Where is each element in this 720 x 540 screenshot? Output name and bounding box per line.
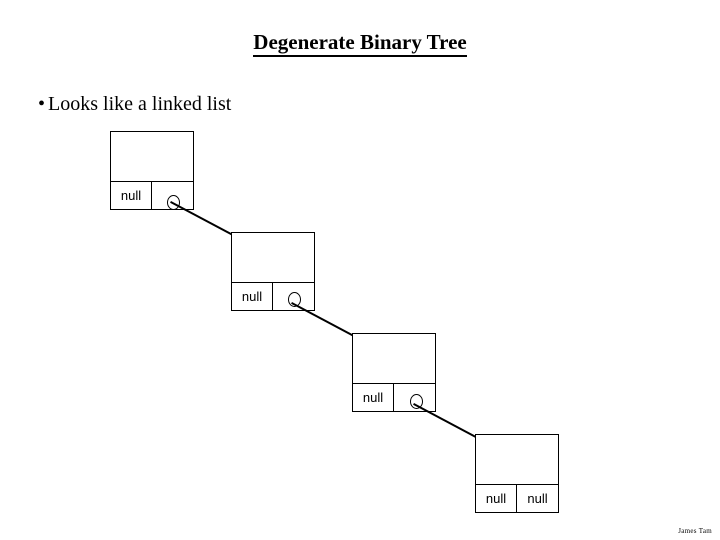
author-credit: James Tam <box>678 527 712 535</box>
tree-node: null <box>231 232 315 311</box>
node-right-pointer: null <box>527 491 548 506</box>
node-pointer-row: null <box>111 182 193 209</box>
tree-edge <box>291 302 353 337</box>
bullet-text: Looks like a linked list <box>48 93 232 115</box>
tree-node: null <box>352 333 436 412</box>
node-left-pointer: null <box>353 384 394 411</box>
node-data-area <box>476 435 558 485</box>
right-pointer-circle-icon <box>288 292 301 307</box>
node-pointer-row: null null <box>476 485 558 512</box>
node-pointer-row: null <box>232 283 314 310</box>
node-pointer-row: null <box>353 384 435 411</box>
node-data-area <box>111 132 193 182</box>
node-left-pointer: null <box>111 182 152 209</box>
tree-node: null null <box>475 434 559 513</box>
right-pointer-circle-icon <box>410 394 423 409</box>
node-left-pointer: null <box>476 485 517 512</box>
tree-node: null <box>110 131 194 210</box>
right-pointer-circle-icon <box>167 195 180 210</box>
page-title: Degenerate Binary Tree <box>0 30 720 57</box>
tree-edge <box>413 403 476 438</box>
node-data-area <box>353 334 435 384</box>
tree-edge <box>170 201 232 236</box>
node-data-area <box>232 233 314 283</box>
page-title-text: Degenerate Binary Tree <box>253 30 467 57</box>
bullet-item: •Looks like a linked list <box>38 93 231 116</box>
bullet-marker: • <box>38 93 46 115</box>
node-left-pointer: null <box>232 283 273 310</box>
